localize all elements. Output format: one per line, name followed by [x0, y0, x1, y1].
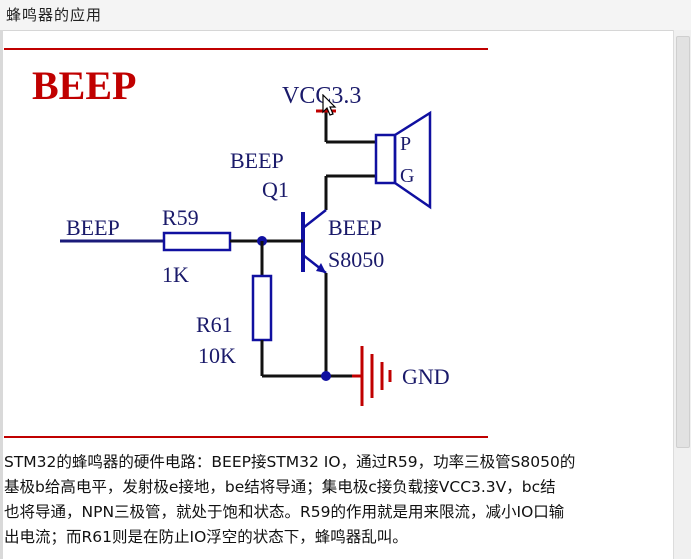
- window-title: 蜂鸣器的应用: [6, 6, 103, 24]
- vcc-label: VCC3.3: [282, 83, 361, 109]
- r59-resistor: [162, 231, 232, 252]
- ground-junction: [321, 371, 331, 381]
- q1-emitter-arrow: [316, 263, 326, 273]
- document-frame: [0, 30, 691, 559]
- q1-value: S8050: [328, 247, 384, 272]
- scrollbar-thumb[interactable]: [676, 36, 690, 448]
- r59-value: 1K: [162, 262, 189, 287]
- q1-ref: Q1: [262, 177, 289, 202]
- gnd-label: GND: [402, 364, 450, 389]
- description-line-1: STM32的蜂鸣器的硬件电路：BEEP接STM32 IO，通过R59，功率三极管…: [4, 453, 576, 471]
- speaker-label-g: G: [400, 165, 414, 187]
- mouse-pointer-icon: [322, 94, 337, 116]
- r59-ref: R59: [162, 205, 199, 230]
- speaker-label-p: P: [400, 133, 411, 155]
- window-titlebar: 蜂鸣器的应用: [0, 0, 691, 31]
- q1-ref-top: BEEP: [230, 148, 284, 173]
- speaker-cone: [393, 110, 432, 210]
- input-net-label: BEEP: [66, 215, 120, 240]
- r61-value: 10K: [198, 343, 236, 368]
- q1-value-top: BEEP: [328, 215, 382, 240]
- speaker-body: [374, 133, 397, 185]
- description-line-2: 基极b给高电平，发射极e接地，be结将导通；集电极c接负载接VCC3.3V，bc…: [4, 478, 556, 496]
- q1-collector-leg: [302, 209, 327, 229]
- description-paragraph: STM32的蜂鸣器的硬件电路：BEEP接STM32 IO，通过R59，功率三极管…: [4, 450, 672, 550]
- r61-ref: R61: [196, 312, 233, 337]
- description-line-3: 也将导通，NPN三极管，就处于饱和状态。R59的作用就是用来限流，减小IO口输: [4, 503, 565, 521]
- r61-resistor: [251, 274, 273, 342]
- description-line-4: 出电流；而R61则是在防止IO浮空的状态下，蜂鸣器乱叫。: [4, 528, 408, 546]
- schematic-heading: BEEP: [32, 63, 137, 108]
